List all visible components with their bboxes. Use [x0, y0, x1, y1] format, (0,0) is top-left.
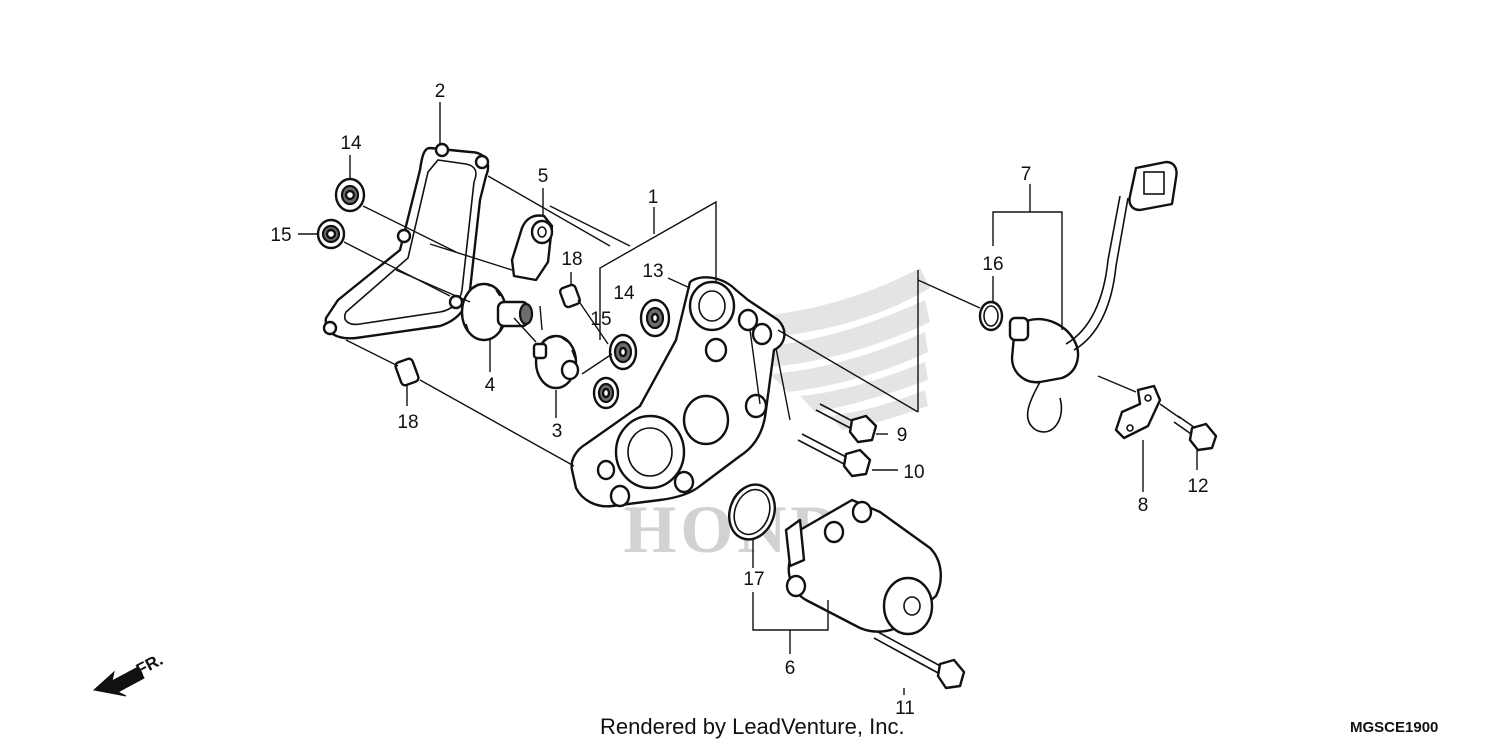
callout-12: 12: [1187, 476, 1208, 497]
callout-11: 11: [895, 698, 915, 719]
callout-13: 13: [642, 261, 663, 282]
o-ring-16: [978, 300, 1004, 332]
callout-9: 9: [897, 425, 908, 446]
reduction-gear-4: [460, 282, 534, 342]
bolt-9: [815, 403, 878, 444]
o-ring-17: [728, 483, 776, 541]
bearing-14-inner: [608, 333, 638, 371]
callout-6: 6: [785, 658, 796, 679]
callout-14-inner: 14: [613, 283, 635, 304]
bolt-12: [1173, 415, 1218, 452]
callout-8: 8: [1138, 495, 1149, 516]
callout-14-left: 14: [340, 133, 362, 154]
diagram-code: MGSCE1900: [1350, 719, 1438, 736]
bolt-10: [797, 433, 872, 478]
bearing-14-left: [334, 177, 366, 213]
callout-18-upper: 18: [561, 249, 582, 270]
front-direction-arrow-icon: FR.: [92, 650, 166, 697]
callout-15-inner: 15: [590, 309, 611, 330]
dowel-pin-lower: [394, 357, 420, 387]
shift-arm: [510, 214, 554, 282]
bolt-11: [873, 631, 966, 690]
leader-lines: [298, 102, 1198, 695]
callout-10: 10: [903, 462, 924, 483]
oil-seal-15-inner: [592, 376, 620, 410]
dowel-pin-upper: [558, 283, 582, 309]
callout-15-left: 15: [270, 225, 291, 246]
bearing-13: [639, 298, 671, 338]
render-credit: Rendered by LeadVenture, Inc.: [600, 714, 905, 739]
callout-2: 2: [435, 81, 446, 102]
callouts: 1 2 3 4 5 6 7 8 9 10 11 12 13 14 14 15 1…: [270, 81, 1208, 719]
callout-17: 17: [743, 569, 764, 590]
oil-seal-15-left: [316, 218, 346, 250]
wire-bracket: [1114, 384, 1162, 440]
callout-7: 7: [1021, 164, 1032, 185]
gearshift-case: [570, 276, 786, 508]
reduction-gear-3: [532, 334, 580, 390]
callout-4: 4: [485, 375, 496, 396]
shift-control-motor: [784, 498, 942, 636]
shift-angle-sensor: [1008, 160, 1178, 433]
callout-18-lower: 18: [397, 412, 418, 433]
gasket: [322, 142, 490, 340]
callout-5: 5: [538, 166, 549, 187]
callout-16: 16: [982, 254, 1003, 275]
callout-3: 3: [552, 421, 563, 442]
callout-1: 1: [648, 187, 659, 208]
